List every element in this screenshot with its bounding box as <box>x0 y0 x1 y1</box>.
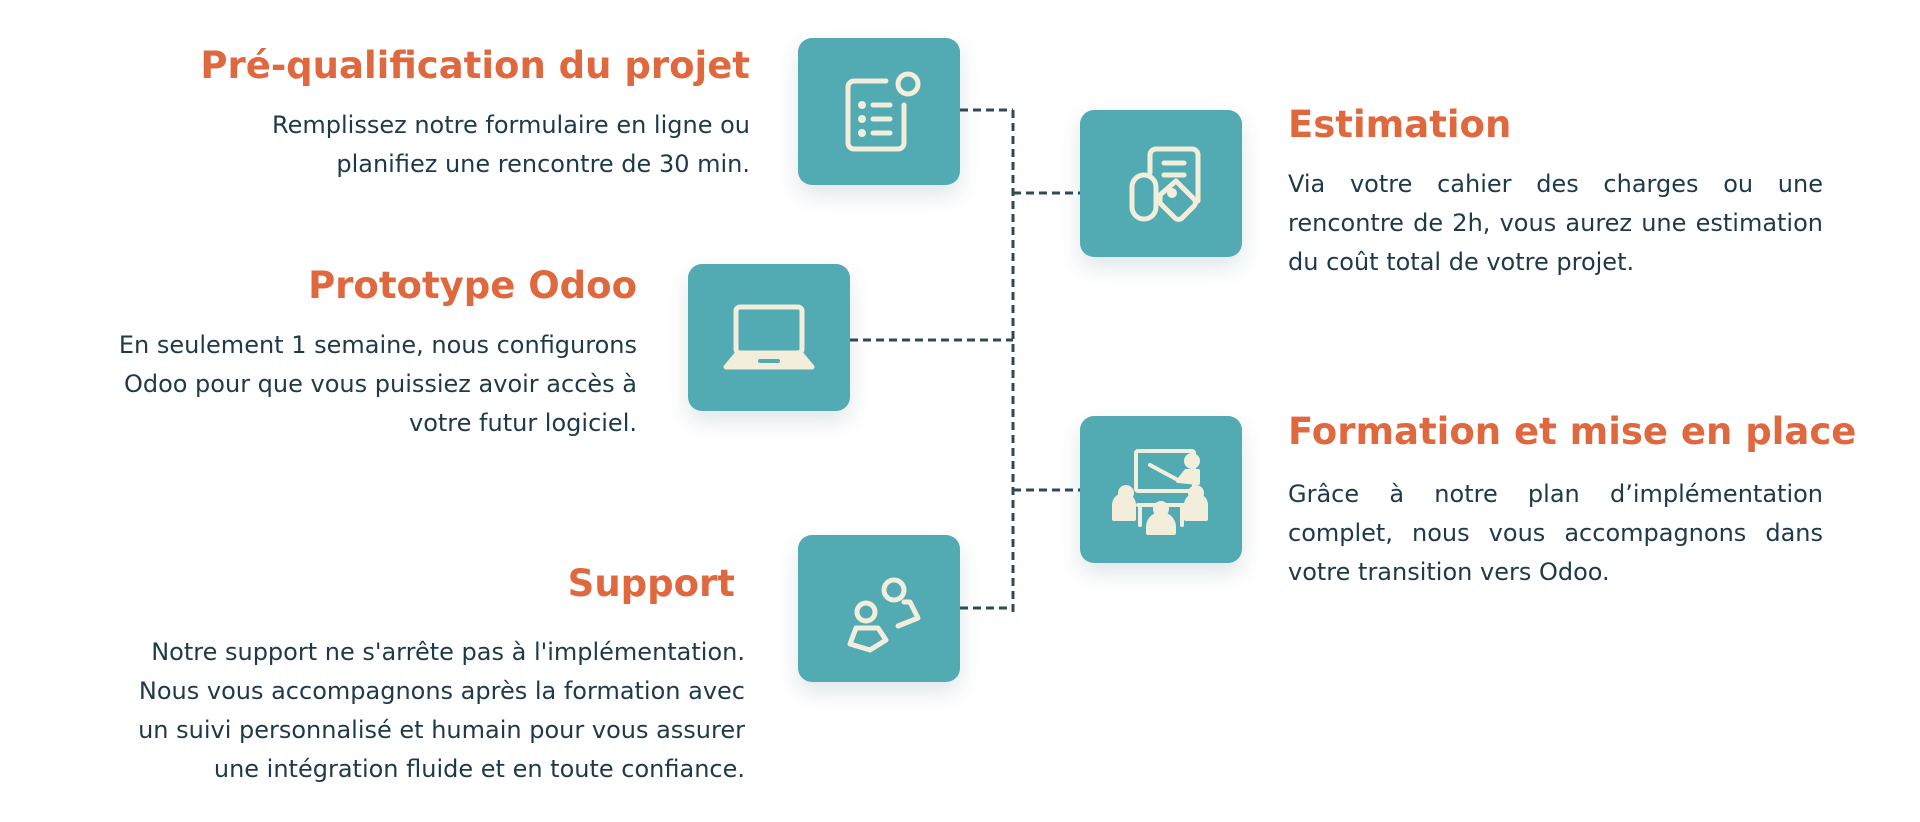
document-tag-icon <box>1080 110 1242 257</box>
step-title: Pré-qualification du projet <box>200 44 750 87</box>
step-title: Support <box>567 562 735 605</box>
step-description: En seulement 1 semaine, nous configurons… <box>118 331 637 437</box>
step-description: Remplissez notre formulaire en ligne ou … <box>272 111 750 178</box>
support-users-icon <box>798 535 960 682</box>
step-title: Formation et mise en place <box>1288 410 1857 453</box>
step-title: Estimation <box>1288 103 1512 146</box>
step-title: Prototype Odoo <box>308 264 637 307</box>
form-checklist-icon <box>798 38 960 185</box>
step-description: Notre support ne s'arrête pas à l'implém… <box>138 638 745 783</box>
step-description: Grâce à notre plan d’implémentation comp… <box>1288 480 1823 586</box>
step-description: Via votre cahier des charges ou une renc… <box>1288 170 1823 276</box>
training-presentation-icon <box>1080 416 1242 563</box>
laptop-icon <box>688 264 850 411</box>
